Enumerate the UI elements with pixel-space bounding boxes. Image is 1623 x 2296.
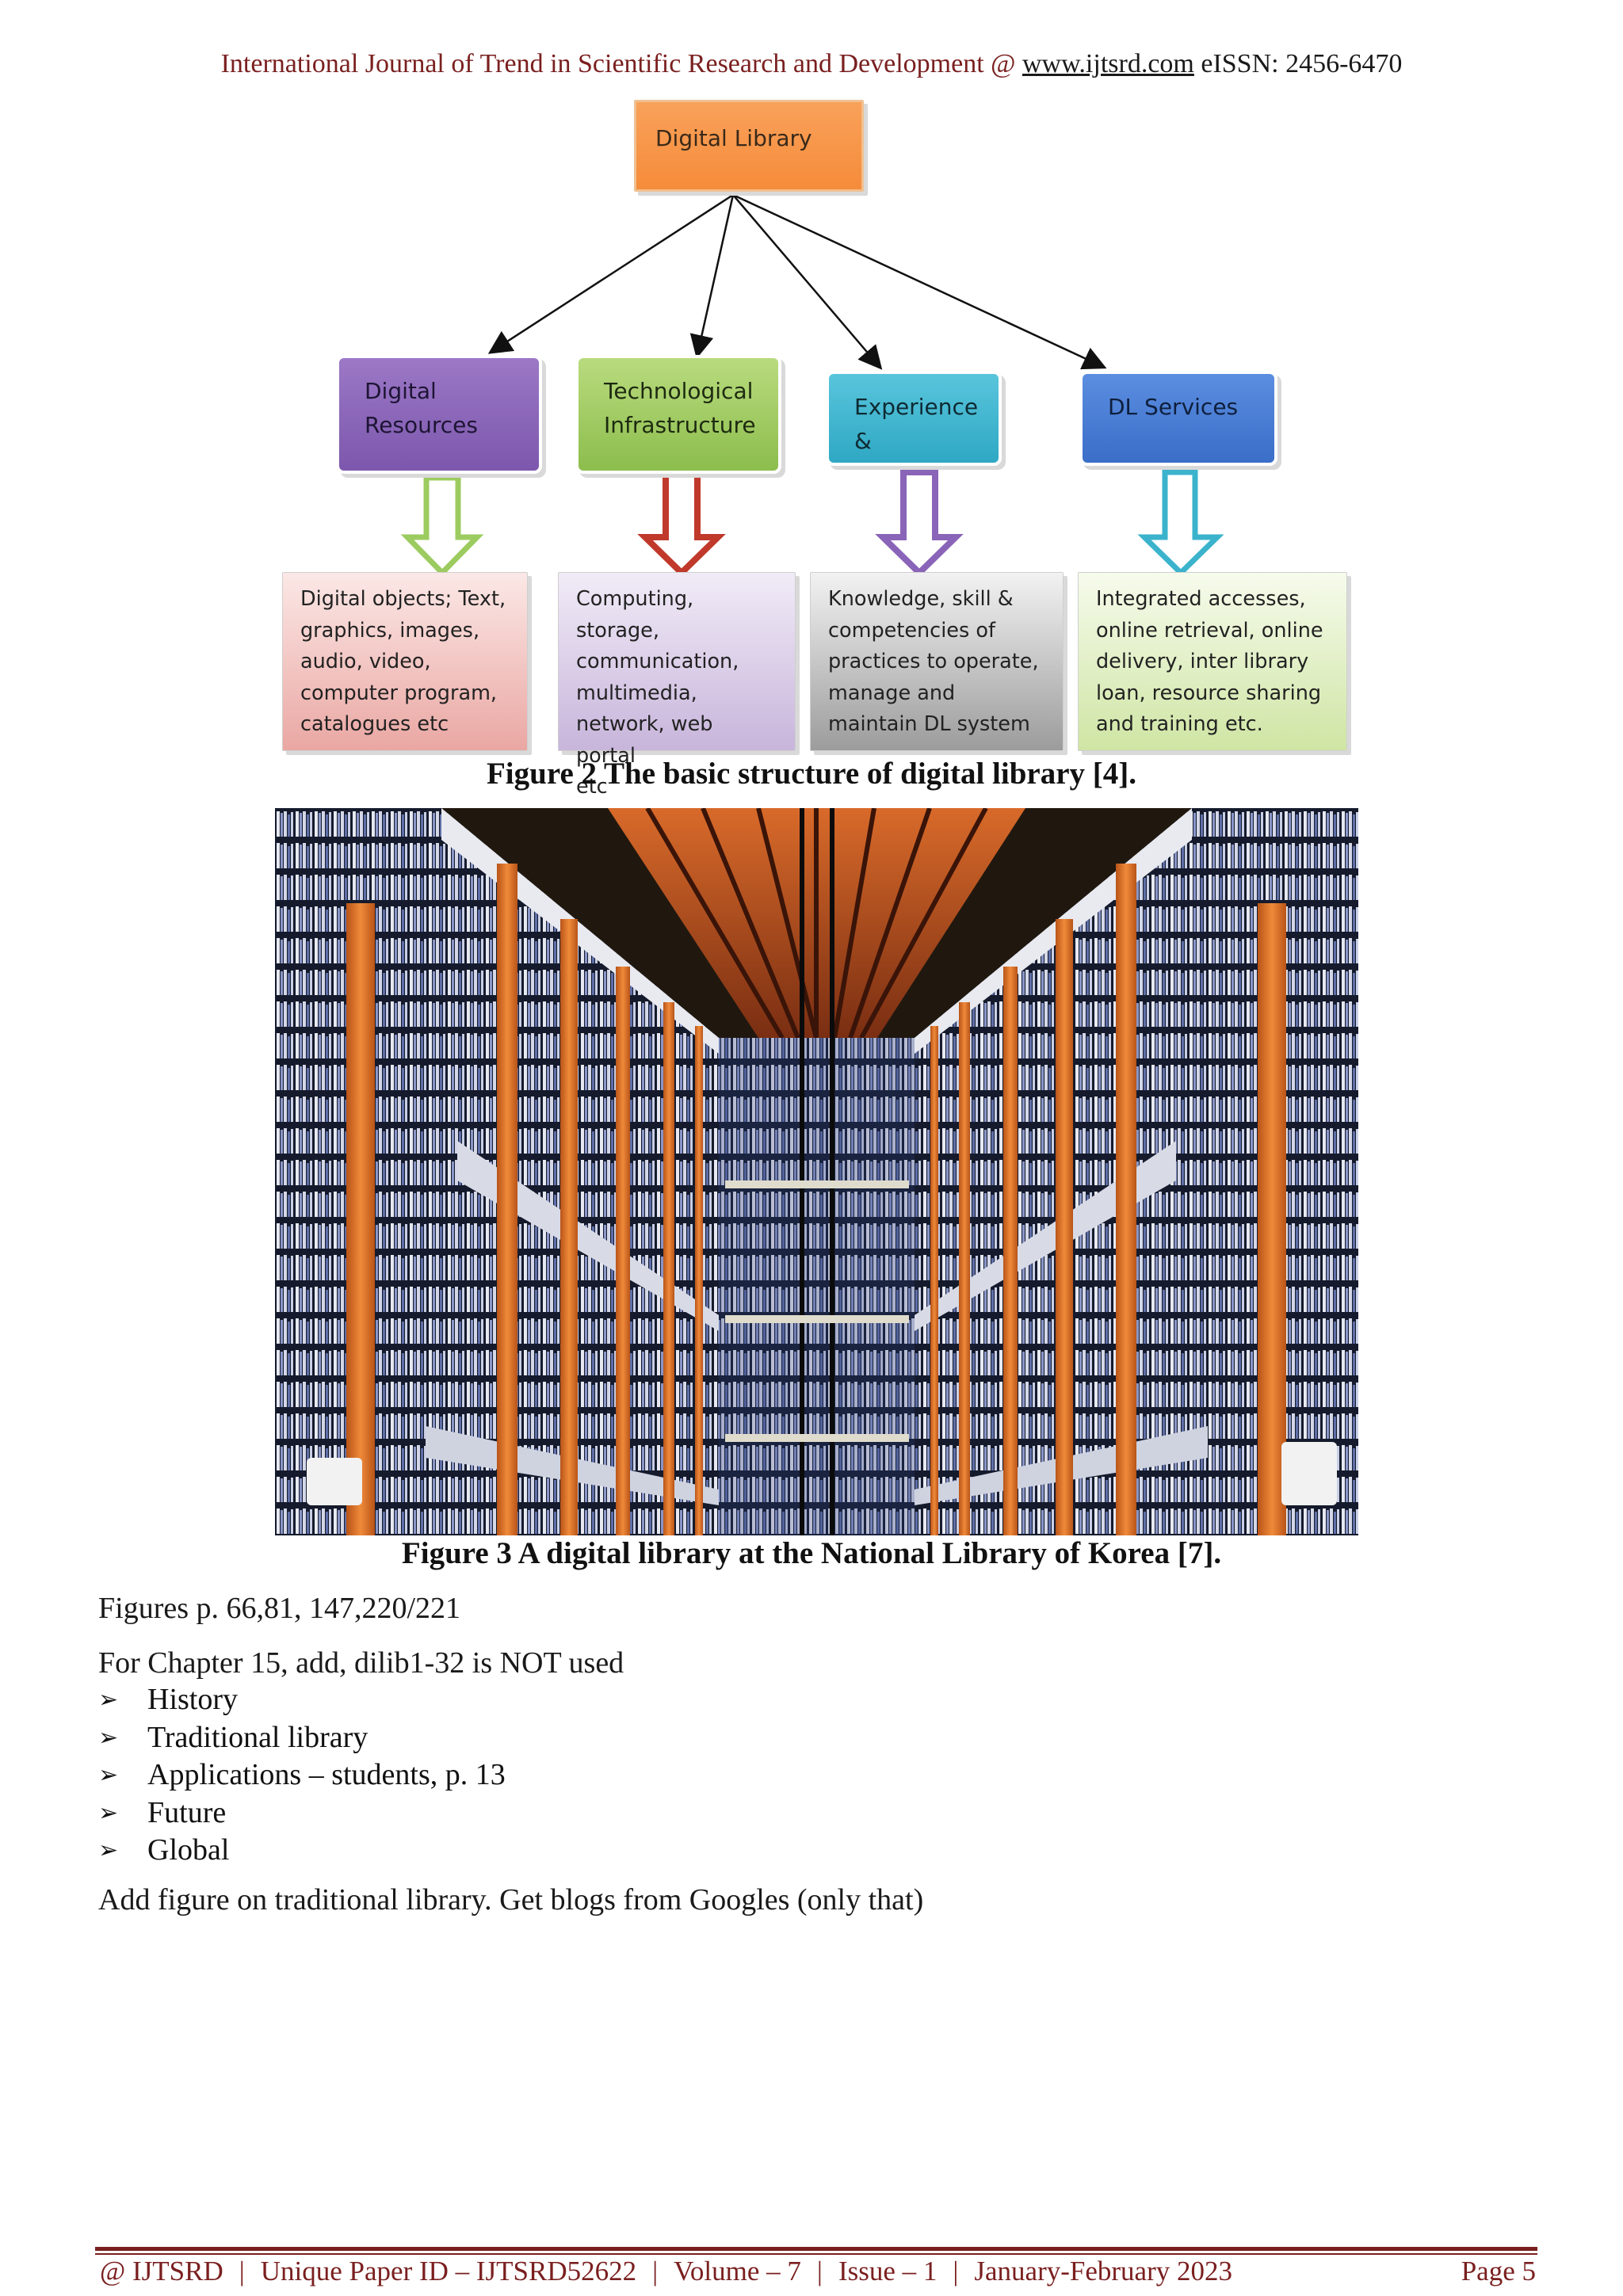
node-technological-infrastructure: Technological Infrastructure: [575, 355, 781, 474]
desc-technological-infrastructure: Computing, storage, communication, multi…: [558, 572, 796, 799]
journal-website-link[interactable]: www.ijtsrd.com: [1022, 49, 1194, 78]
footer-separator: |: [816, 2256, 823, 2286]
connector-line-experience: [732, 194, 883, 370]
note-figures-pages: Figures p. 66,81, 147,220/221: [98, 1592, 461, 1625]
footer-volume: Volume – 7: [674, 2256, 801, 2286]
figure-2-caption: Figure 2 The basic structure of digital …: [486, 757, 1137, 791]
node-dl-services: DL Services: [1079, 371, 1277, 466]
arrowhead-bullet-icon: ➢: [98, 1686, 119, 1714]
footer-separator: |: [953, 2256, 959, 2286]
down-arrow-icon-green: [400, 475, 484, 578]
connector-line-services: [732, 193, 1107, 370]
footer-rule-thin: [95, 2253, 1537, 2255]
list-item: ➢Future: [98, 1794, 506, 1833]
note-chapter-15: For Chapter 15, add, dilib1-32 is NOT us…: [98, 1646, 624, 1680]
running-header: International Journal of Trend in Scient…: [0, 49, 1623, 79]
topic-bullet-list: ➢History ➢Traditional library ➢Applicati…: [98, 1681, 506, 1870]
node-digital-resources: Digital Resources: [336, 355, 542, 474]
connector-line-resources: [487, 193, 734, 354]
footer-date: January-February 2023: [974, 2256, 1232, 2286]
footer-page-number: Page 5: [1461, 2256, 1536, 2286]
journal-issn: eISSN: 2456-6470: [1193, 49, 1403, 78]
journal-name: International Journal of Trend in Scient…: [220, 49, 1022, 78]
list-item: ➢Applications – students, p. 13: [98, 1756, 506, 1794]
desc-experience: Knowledge, skill & competencies of pract…: [810, 572, 1064, 751]
footer-paper-id: Unique Paper ID – IJTSRD52622: [260, 2256, 637, 2286]
list-item: ➢Traditional library: [98, 1719, 506, 1757]
node-digital-library: Digital Library: [634, 100, 864, 192]
footer-issue: Issue – 1: [838, 2256, 938, 2286]
footer-separator: |: [239, 2256, 245, 2286]
arrowhead-bullet-icon: ➢: [98, 1798, 119, 1827]
arrowhead-bullet-icon: ➢: [98, 1723, 119, 1752]
footer-journal: @ IJTSRD: [100, 2256, 223, 2286]
connector-line-infrastructure: [689, 194, 735, 359]
footer-rule-thick: [95, 2247, 1537, 2251]
figure-3-caption: Figure 3 A digital library at the Nation…: [401, 1536, 1222, 1570]
arrowhead-bullet-icon: ➢: [98, 1761, 119, 1789]
list-item: ➢Global: [98, 1832, 506, 1870]
figure-3-library-photo: [275, 808, 1358, 1535]
down-arrow-icon-purple: [875, 469, 964, 578]
note-add-figure: Add figure on traditional library. Get b…: [98, 1883, 924, 1917]
running-footer: @ IJTSRD | Unique Paper ID – IJTSRD52622…: [100, 2252, 1536, 2291]
down-arrow-icon-red: [637, 464, 726, 578]
footer-separator: |: [652, 2256, 659, 2286]
arrowhead-bullet-icon: ➢: [98, 1836, 119, 1864]
node-experience: Experience &: [826, 371, 1002, 466]
diagram-connectors: [400, 193, 1224, 578]
library-atrium-image: [275, 808, 1358, 1535]
desc-dl-services: Integrated accesses, online retrieval, o…: [1078, 572, 1347, 751]
desc-digital-resources: Digital objects; Text, graphics, images,…: [282, 572, 528, 751]
down-arrow-icon-teal: [1137, 469, 1224, 577]
figure-2-diagram: Digital Library Digital Resources Techno…: [269, 93, 1363, 799]
list-item: ➢History: [98, 1681, 506, 1719]
